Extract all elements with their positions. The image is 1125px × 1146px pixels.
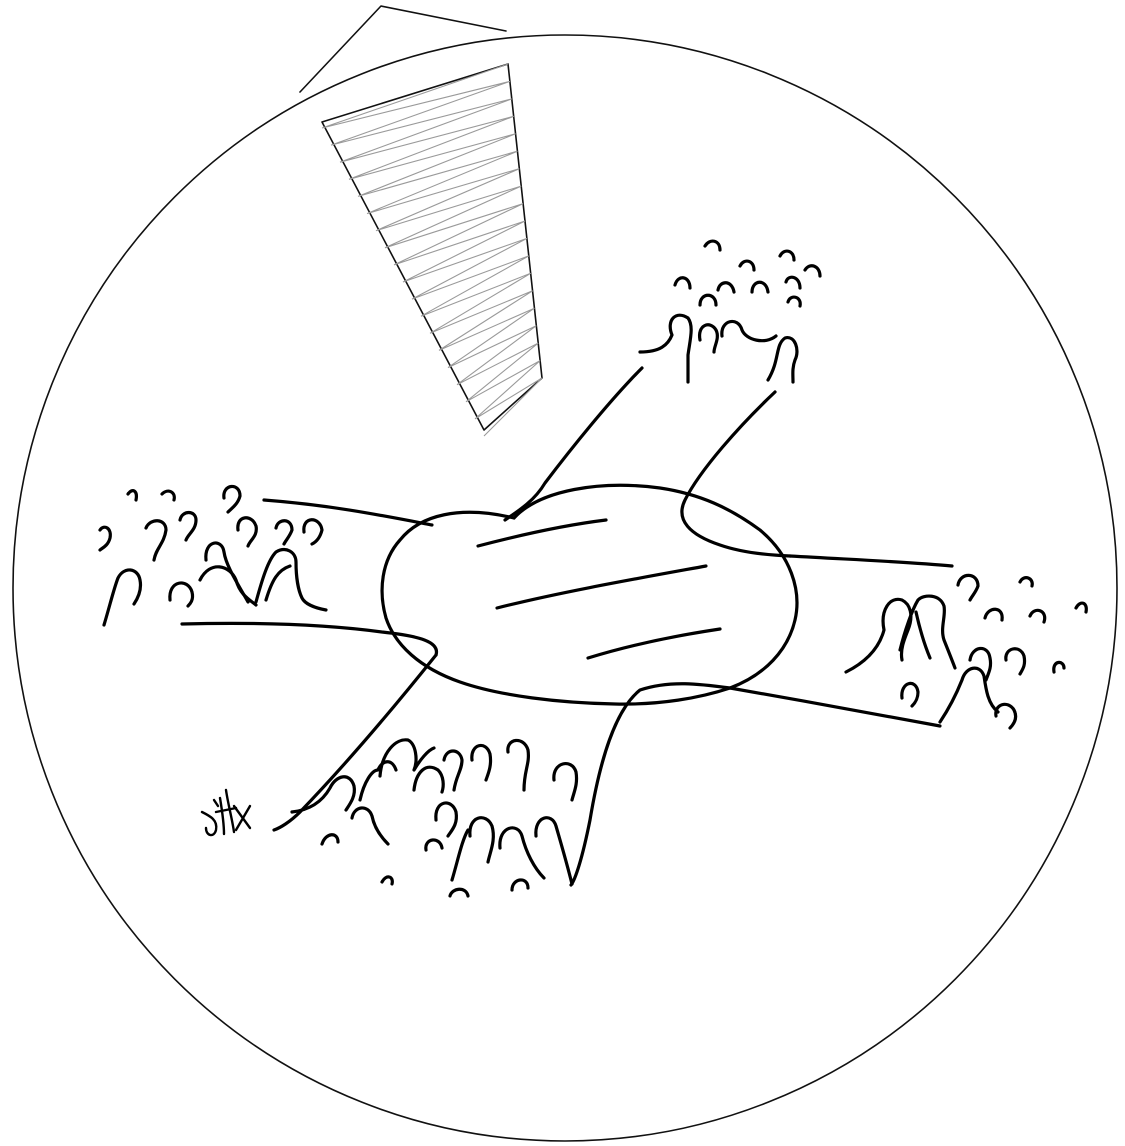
- artist-signature-icon: [202, 790, 250, 835]
- crowd-bottom: [292, 740, 577, 896]
- light-cone-icon: [322, 64, 542, 436]
- crowd-top-right: [640, 241, 820, 382]
- back-paper-sheet: [300, 6, 506, 92]
- round-table: [382, 485, 797, 704]
- crowd-paths: [182, 368, 952, 885]
- table-surface-marks: [478, 520, 720, 658]
- hatch-zigzag: [322, 64, 542, 436]
- circle-frame: [13, 35, 1117, 1141]
- crowd-left: [100, 486, 326, 625]
- crowd-right: [846, 575, 1086, 728]
